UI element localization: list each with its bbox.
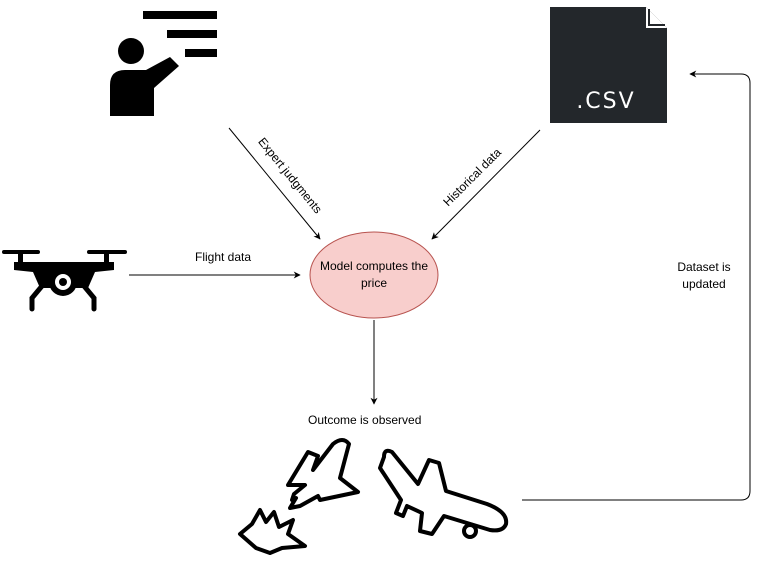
model-node-label: Model computes the price [319, 259, 429, 290]
edge-dataset [522, 70, 751, 501]
plane-landing-icon [378, 448, 509, 539]
outcome-label: Outcome is observed [308, 413, 422, 427]
edge-label-historical: Historical data [440, 145, 504, 209]
edge-label-flight: Flight data [195, 250, 252, 264]
edge-expert [228, 127, 321, 240]
edge-label-expert: Expert judgments [255, 135, 325, 216]
edge-historical [431, 129, 541, 240]
model-node [309, 231, 439, 319]
csv-icon-text: .CSV [576, 89, 635, 114]
plane-crash-icon [238, 438, 360, 555]
presenter-icon [110, 11, 217, 116]
csv-file-icon: .CSV [550, 7, 667, 123]
edge-label-dataset: Dataset is updated [677, 260, 731, 291]
drone-icon [2, 250, 127, 312]
